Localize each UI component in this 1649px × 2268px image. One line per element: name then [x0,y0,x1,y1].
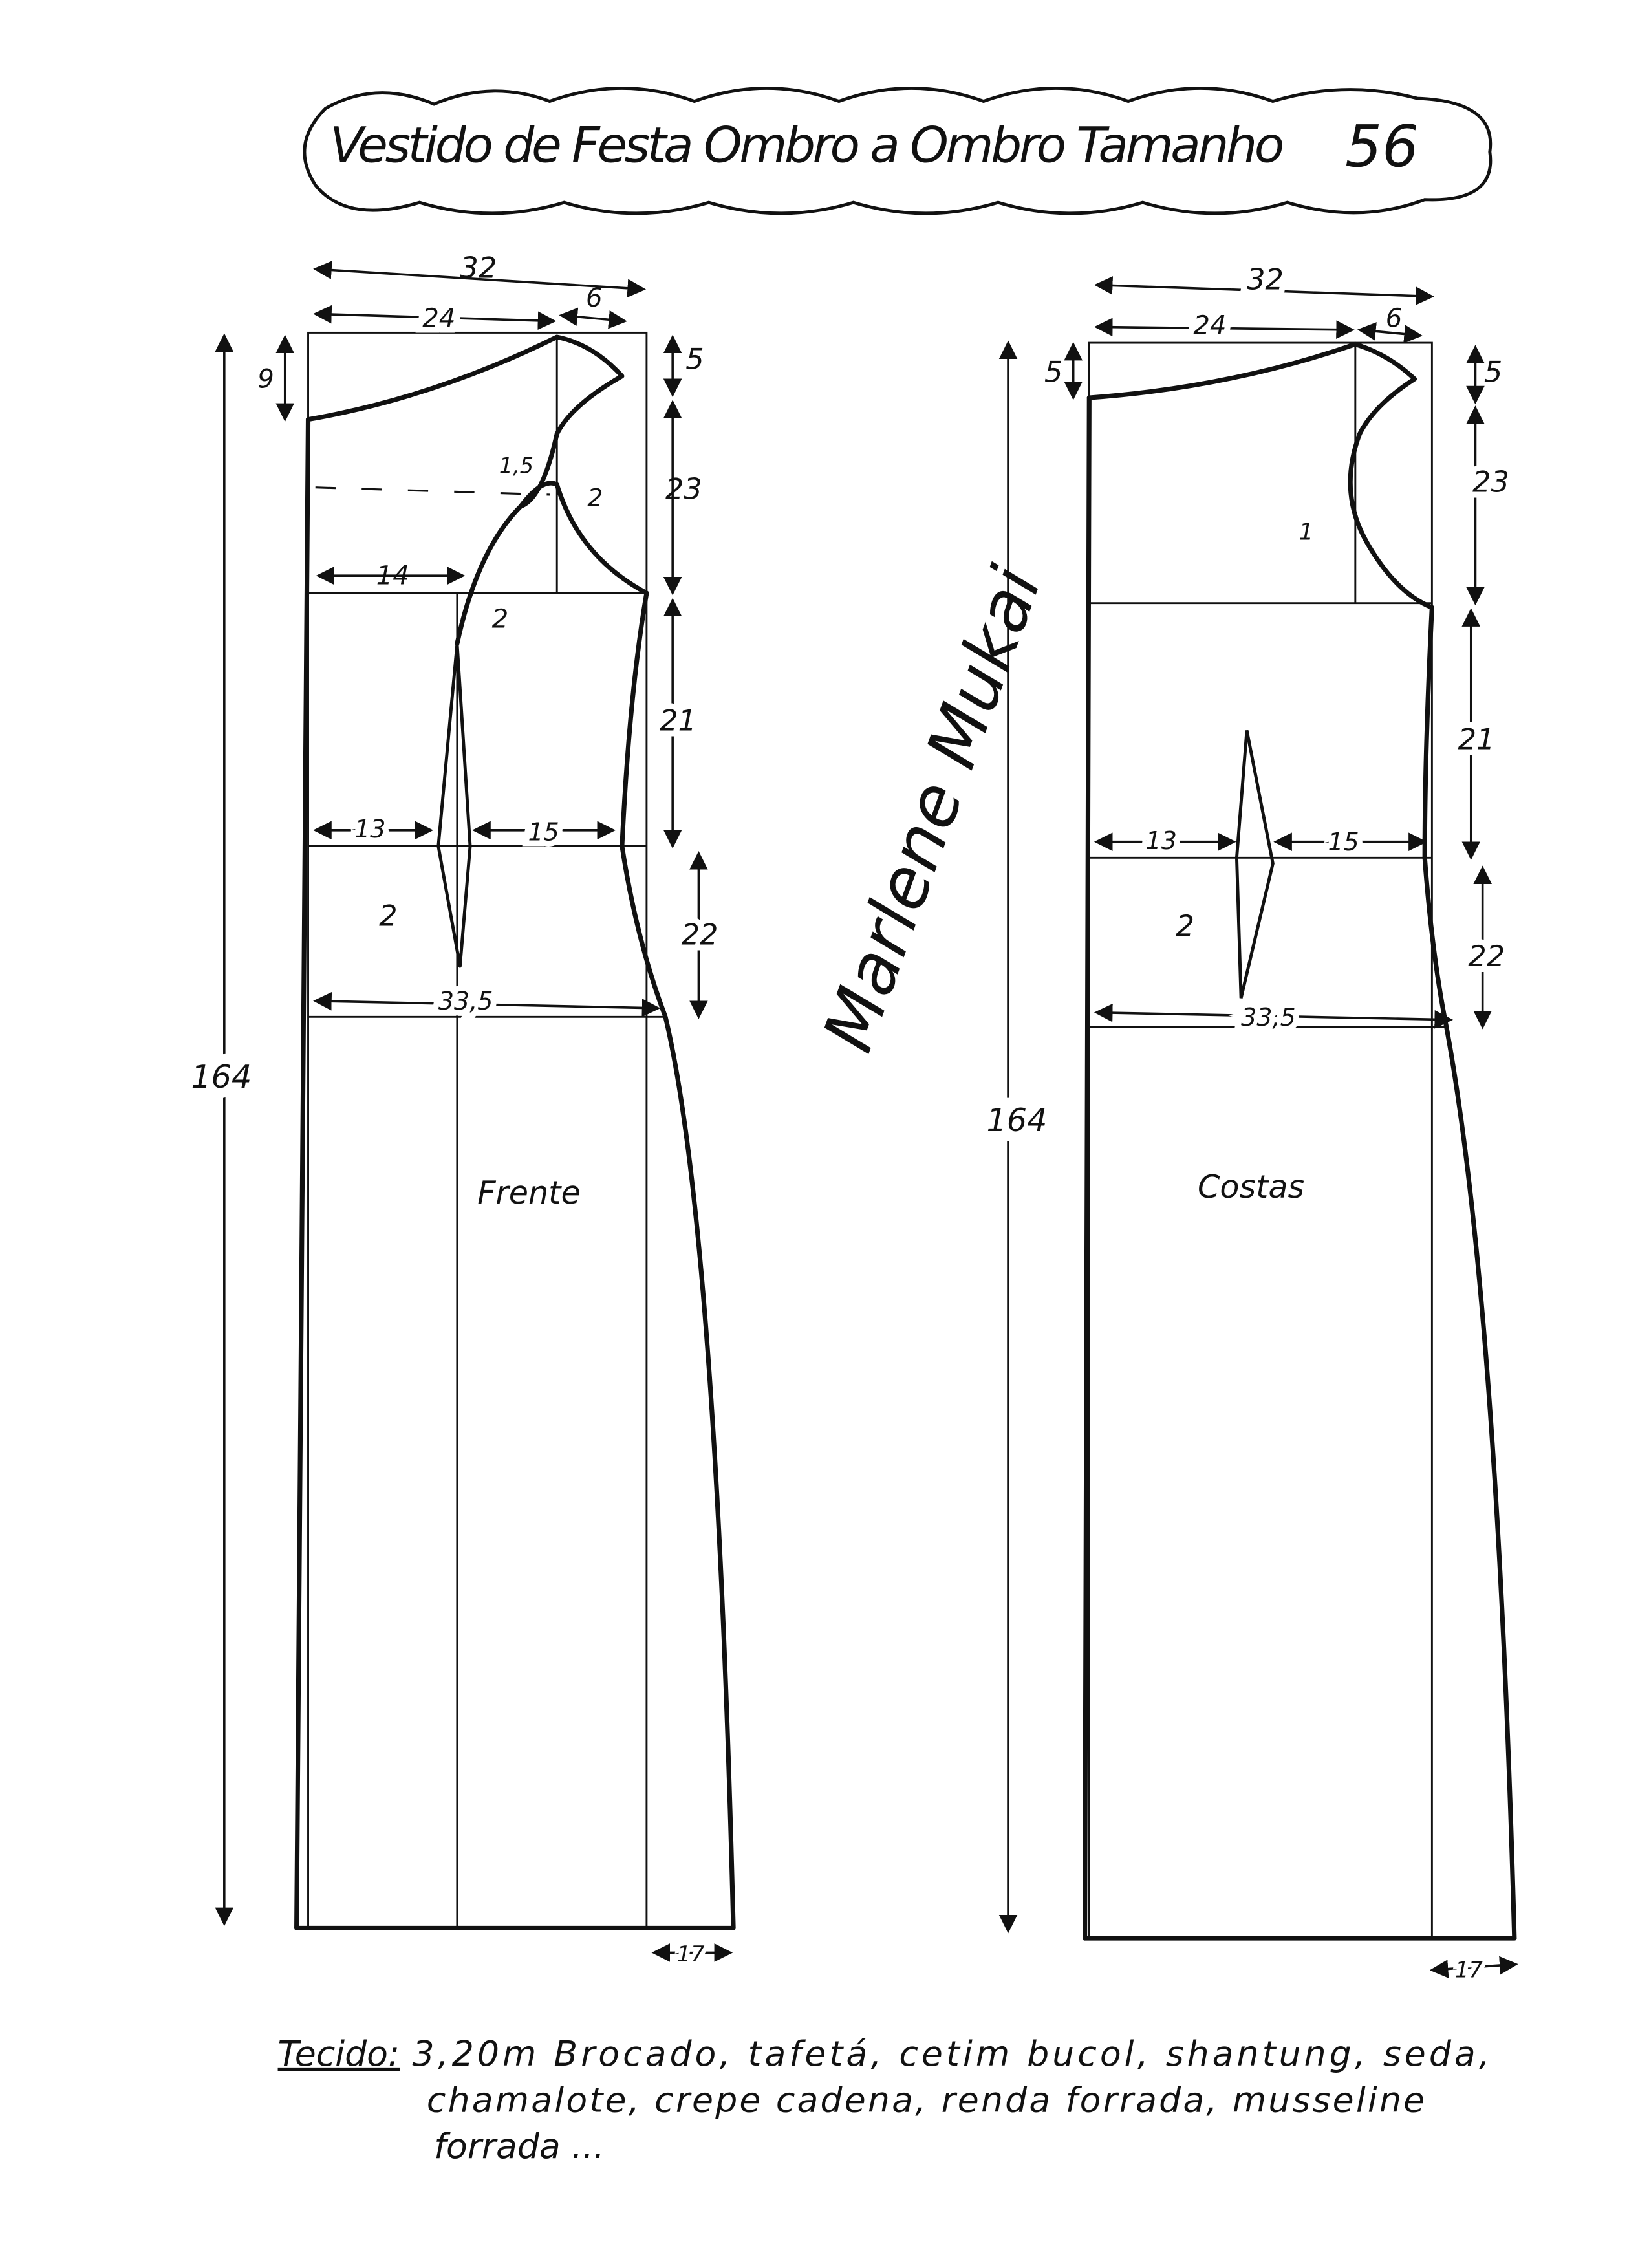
front-bust-to-waist: 21 [660,703,696,737]
back-dart-width: 2 [1176,909,1194,943]
back-shoulder-drop: 5 [1484,354,1502,389]
back-armhole-offset: 1 [1299,519,1314,545]
back-waist-right: 15 [1328,828,1359,856]
front-shoulder-drop: 5 [685,341,704,376]
fabric-line-2: chamalote, crepe cadena, renda forrada, … [427,2079,1425,2120]
front-total-length: 164 [191,1058,252,1096]
size-number: 56 [1345,113,1419,180]
back-panel: 32 24 6 5 5 23 1 21 13 15 2 22 33,5 164 … [976,256,1518,1987]
back-waist-left: 13 [1146,826,1177,855]
back-hip-width: 33,5 [1241,1003,1296,1031]
front-armhole-offset: 1,5 [499,453,534,478]
back-shoulder: 6 [1386,303,1403,333]
front-neck-drop: 9 [257,364,274,394]
fabric-label: Tecido: [278,2033,400,2074]
back-armhole-depth: 23 [1472,464,1509,499]
front-armhole-depth: 23 [665,472,702,506]
front-shoulder: 6 [586,283,603,313]
back-neck-drop: 5 [1044,354,1062,389]
fabric-notes: Tecido: 3,20m Brocado, tafetá, cetim buc… [278,2033,1490,2166]
front-total-width: 32 [460,250,497,285]
front-dart-width: 2 [379,898,397,933]
front-panel: 32 24 6 9 5 23 1,5 2 14 2 21 13 15 2 22 … [181,250,736,1971]
front-armhole-out: 2 [587,484,603,512]
back-total-width: 32 [1247,262,1284,296]
page-title: Vestido de Festa Ombro a Ombro Tamanho [330,116,1284,174]
front-waist-right: 15 [528,817,559,846]
front-bust-dart-drop: 2 [492,605,509,634]
back-total-length: 164 [986,1101,1047,1139]
back-bust-to-waist: 21 [1458,722,1495,757]
front-hem-flare: 17 [677,1941,705,1967]
front-neck-width: 24 [422,303,455,333]
title-cloud: Vestido de Festa Ombro a Ombro Tamanho 5… [303,86,1493,215]
back-waist-to-hip: 22 [1468,939,1505,973]
fabric-line-3: forrada ... [434,2126,605,2166]
back-label: Costas [1198,1168,1304,1205]
front-label: Frente [477,1174,581,1211]
fabric-line-1: 3,20m Brocado, tafetá, cetim bucol, shan… [413,2033,1490,2074]
back-neck-width: 24 [1193,311,1226,341]
signature-logo: Marlene Mukai [808,557,1057,1062]
front-waist-left: 13 [354,815,385,843]
front-hip-width: 33,5 [438,987,493,1015]
front-waist-to-hip: 22 [682,918,718,952]
back-hem-flare: 17 [1455,1957,1483,1982]
front-bust-left: 14 [376,561,409,591]
